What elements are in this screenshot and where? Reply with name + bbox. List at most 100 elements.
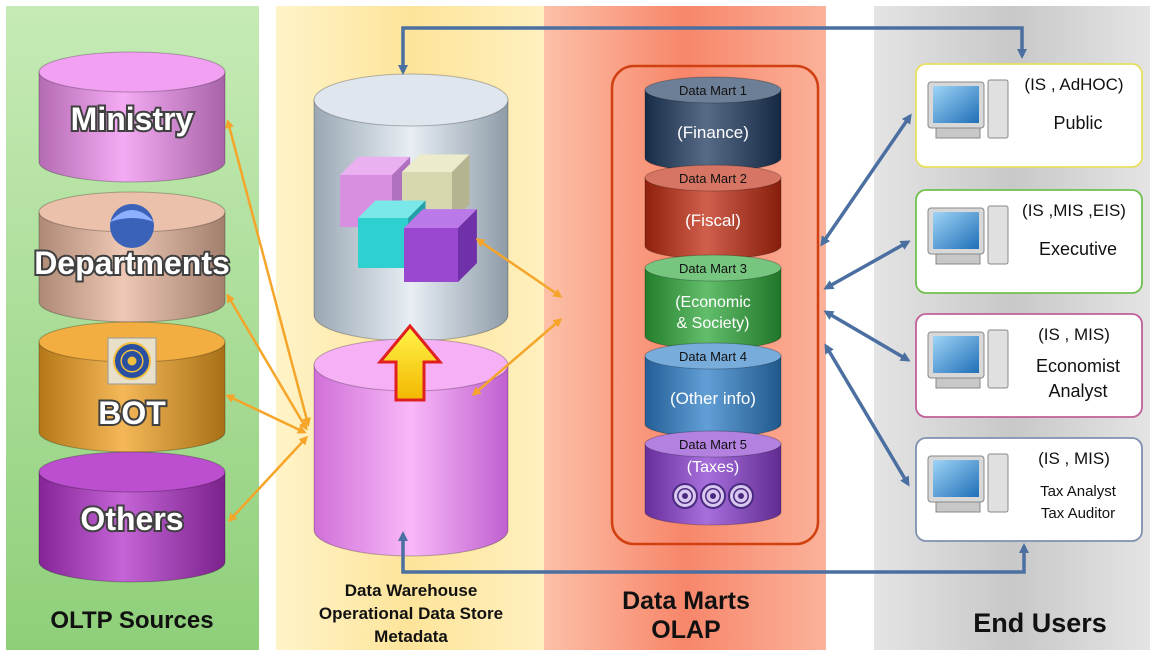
monitor-screen [933, 86, 979, 123]
data-mart-cylinder-2 [644, 164, 782, 260]
pc-tower [987, 453, 1009, 513]
data-mart-title-3: Data Mart 3 [679, 261, 747, 276]
mart-to-executive-arrow [823, 240, 911, 290]
data-mart-name-3-line-2: & Society) [677, 315, 750, 332]
data-mart-cylinder-1 [644, 76, 782, 172]
load-up-arrow-icon [376, 323, 444, 402]
warehouse-label-line-2: Operational Data Store [319, 604, 503, 623]
excise-seal-icon-inner [733, 488, 749, 504]
source-cylinder-bot-body [38, 341, 226, 453]
pc-tower [987, 79, 1009, 139]
top-feedback-arrow [398, 26, 1027, 75]
warehouse-label-line-3: Metadata [374, 627, 448, 646]
keyboard [935, 253, 981, 265]
data-mart-name-3-line-1: (Economic [675, 294, 751, 311]
bot-seal-emblem-center [127, 356, 137, 366]
end-user-4-role-line-2: Tax Auditor [1041, 505, 1115, 522]
purple-cube-front [404, 228, 458, 282]
source-cylinder-ministry-top [38, 51, 226, 93]
data-mart-cylinder-3 [644, 254, 782, 350]
customs-seal-icon-inner [705, 488, 721, 504]
excise-seal-icon-center [738, 493, 744, 499]
source-cylinder-others-top [38, 451, 226, 493]
data-mart-name-4: (Other info) [670, 389, 756, 408]
end-user-4-systems: (IS , MIS) [1038, 449, 1110, 468]
source-label-ministry: Ministry [71, 101, 194, 137]
operational-data-store-cylinder [313, 338, 509, 557]
data-mart-cylinder-3-top [644, 254, 782, 282]
data-mart-cylinder-2-top [644, 164, 782, 192]
data-mart-cylinder-5-top [644, 430, 782, 458]
monitor-screen [933, 212, 979, 249]
sync-arrow-others [227, 435, 309, 523]
end-user-1-systems: (IS , AdHOC) [1024, 75, 1123, 94]
end-user-2-role: Executive [1039, 239, 1117, 259]
bottom-feedback-arrow [398, 531, 1029, 574]
data-mart-name-5: (Taxes) [687, 459, 739, 476]
sources-column-label: OLTP Sources [50, 607, 213, 634]
pc-tower [987, 329, 1009, 389]
source-cylinder-ministry [38, 51, 226, 183]
source-label-departments: Departments [34, 245, 230, 281]
warehouse-to-marts-arrow [475, 238, 563, 298]
revenue-seal-icon [672, 483, 698, 509]
purple-cube-side [458, 209, 477, 282]
revenue-seal-icon-inner [677, 488, 693, 504]
garuda-emblem-wings [110, 210, 154, 222]
cyan-cube-front [358, 218, 408, 268]
data-mart-name-1: (Finance) [677, 123, 749, 142]
data-mart-cylinder-1-top [644, 76, 782, 104]
bot-seal-icon [107, 337, 157, 385]
keyboard [935, 127, 981, 139]
pc-tower [987, 205, 1009, 265]
source-cylinder-others [38, 451, 226, 583]
beige-cube-top [402, 154, 470, 172]
marts-label-line-2: OLAP [651, 616, 720, 644]
computer-icon [927, 79, 1009, 139]
end-user-3-role-line-2: Analyst [1048, 381, 1107, 401]
source-label-others: Others [80, 501, 183, 537]
source-label-bot: BOT [98, 395, 166, 431]
mart-to-public-arrow [820, 113, 912, 247]
ods-to-marts-arrow [471, 318, 563, 396]
data-mart-cylinder-4-top [644, 342, 782, 370]
source-cylinder-ministry-body [38, 71, 226, 183]
data-warehouse-cylinder-top [313, 73, 509, 127]
marts-label-line-1: Data Marts [622, 587, 750, 615]
bot-seal-emblem-inner [120, 349, 144, 373]
keyboard [935, 501, 981, 513]
end-user-3-systems: (IS , MIS) [1038, 325, 1110, 344]
purple-cube [404, 209, 477, 282]
end-user-3-role-line-1: Economist [1036, 356, 1120, 376]
source-cylinder-others-body [38, 471, 226, 583]
garuda-emblem-icon [110, 204, 154, 248]
users-column-label: End Users [973, 608, 1107, 638]
customs-seal-icon [700, 483, 726, 509]
purple-cube-top [404, 209, 477, 228]
keyboard [935, 377, 981, 389]
computer-icon [927, 453, 1009, 513]
monitor-screen [933, 460, 979, 497]
sync-arrow-bot [225, 394, 307, 434]
computer-icon [927, 205, 1009, 265]
end-user-1-role: Public [1053, 113, 1102, 133]
beige-cube-side [452, 154, 470, 222]
pink-cube-top [340, 156, 411, 175]
data-mart-title-2: Data Mart 2 [679, 171, 747, 186]
end-user-2-systems: (IS ,MIS ,EIS) [1022, 201, 1126, 220]
bot-seal-emblem [113, 342, 151, 380]
revenue-seal-icon-center [682, 493, 688, 499]
data-mart-title-5: Data Mart 5 [679, 437, 747, 452]
data-mart-name-2: (Fiscal) [685, 211, 741, 230]
monitor-screen [933, 336, 979, 373]
data-mart-title-4: Data Mart 4 [679, 349, 747, 364]
data-mart-cylinder-4 [644, 342, 782, 438]
excise-seal-icon [728, 483, 754, 509]
computer-icon [927, 329, 1009, 389]
cyan-cube-top [358, 200, 426, 218]
data-mart-title-1: Data Mart 1 [679, 83, 747, 98]
mart-to-tax-analyst-arrow [824, 343, 910, 487]
customs-seal-icon-center [710, 493, 716, 499]
warehouse-label-line-1: Data Warehouse [345, 581, 478, 600]
